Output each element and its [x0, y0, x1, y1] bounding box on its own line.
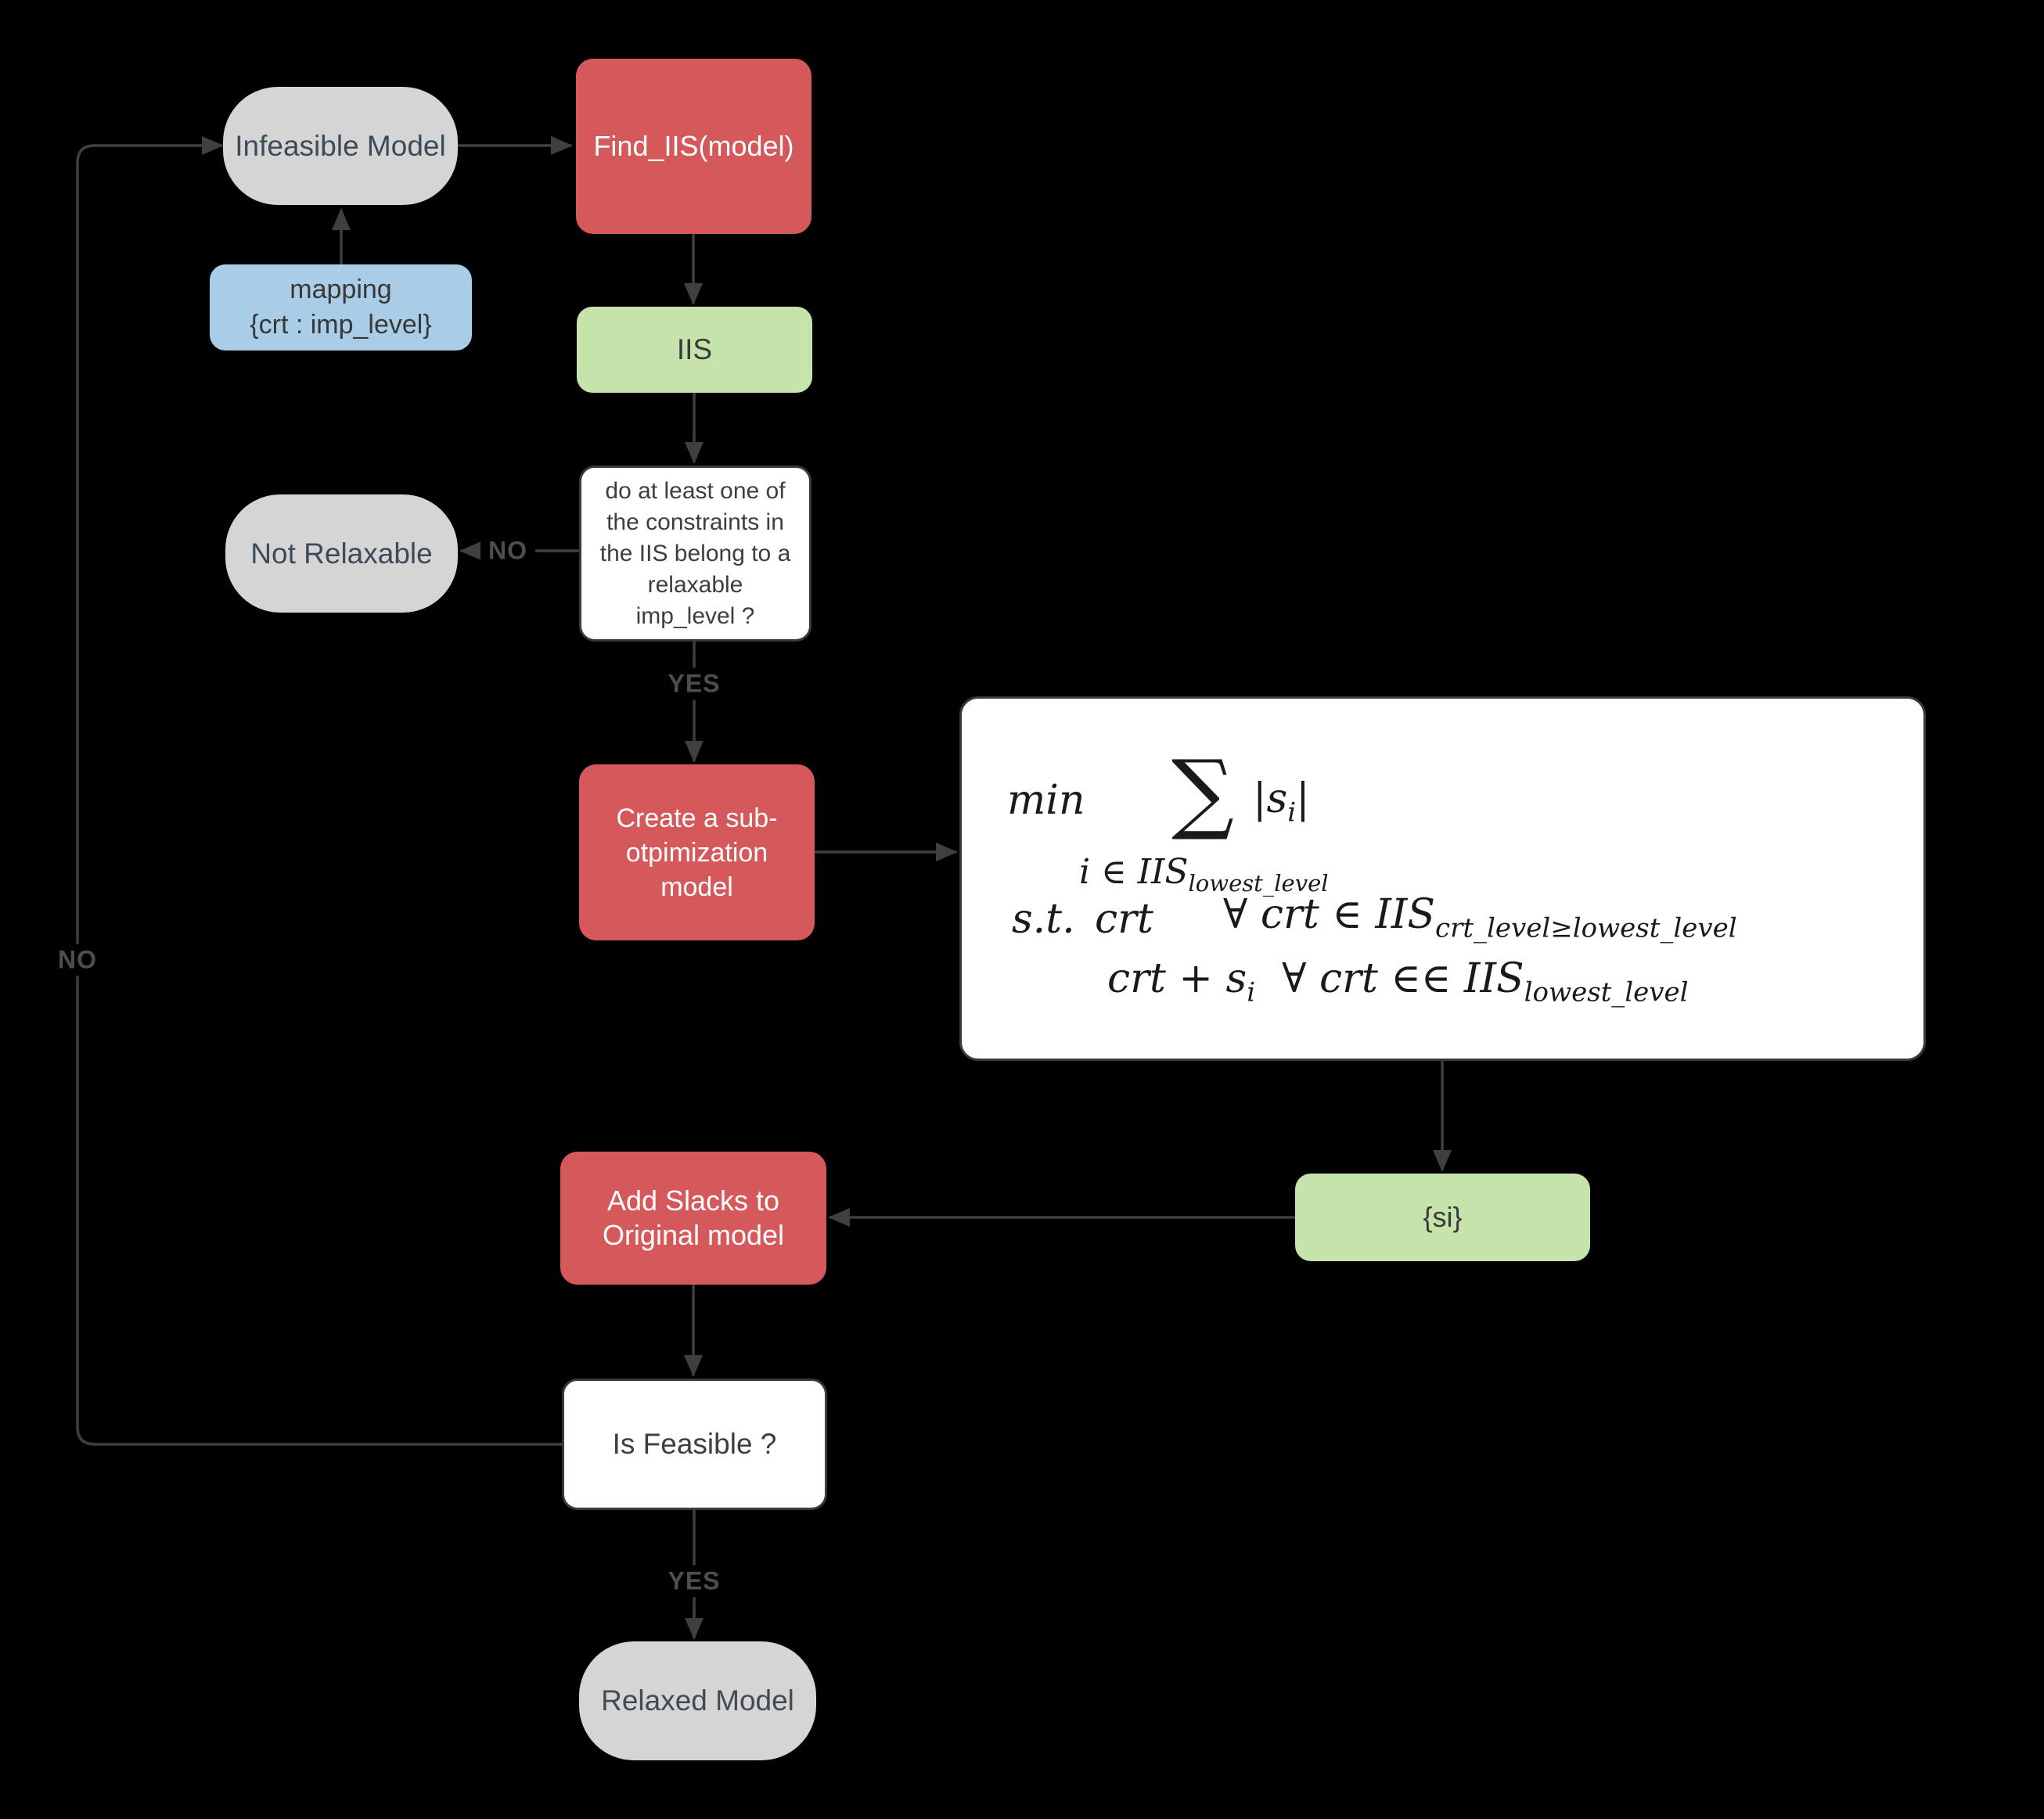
node-find-iis-label: Find_IIS(model): [593, 130, 794, 162]
decision-line: relaxable: [647, 571, 743, 598]
node-infeasible-model: Infeasible Model: [223, 87, 458, 205]
node-iis-label: IIS: [676, 333, 713, 365]
edge-label-no-loop: NO: [50, 944, 105, 976]
node-find-iis: Find_IIS(model): [576, 59, 811, 234]
decision-line: the IIS belong to a: [599, 540, 791, 566]
math-sum-under: i ∈ IISlowest_level: [1079, 852, 1329, 897]
math-line4-cond-sub: lowest_level: [1524, 976, 1689, 1008]
math-under-base: i ∈ IIS: [1079, 852, 1189, 892]
math-cond3-sub: crt_level≥lowest_level: [1435, 912, 1737, 944]
node-si-set: {si}: [1295, 1174, 1590, 1261]
math-arg-pre: |s: [1253, 775, 1288, 822]
node-mapping-line1: mapping: [290, 275, 392, 304]
decision-line: imp_level ?: [635, 602, 755, 629]
node-infeasible-model-label: Infeasible Model: [235, 129, 446, 162]
node-math-model: min ∑ |si| i ∈ IISlowest_level s.t. crt …: [959, 696, 1926, 1061]
node-create-submodel: Create a sub-otpimization model: [579, 764, 815, 940]
node-decision-relaxable: do at least one of the constraints in th…: [579, 466, 811, 642]
node-mapping-line2: {crt : imp_level}: [250, 310, 432, 340]
decision-line: do at least one of: [605, 477, 786, 504]
edge-label-no-not-relaxable: NO: [480, 534, 535, 567]
node-not-relaxable-label: Not Relaxable: [250, 537, 433, 570]
math-arg-post: |: [1296, 775, 1310, 822]
edge-label-yes-decision: YES: [660, 667, 729, 700]
node-si-set-label: {si}: [1423, 1201, 1463, 1233]
node-relaxed-model: Relaxed Model: [579, 1641, 816, 1760]
math-cond3-base: ∀ crt ∈ IIS: [1223, 891, 1436, 938]
node-create-submodel-label: Create a sub-otpimization model: [616, 803, 778, 902]
math-line4-base: crt + s: [1107, 955, 1247, 1002]
math-cond3: ∀ crt ∈ IIScrt_level≥lowest_level: [1223, 891, 1737, 944]
node-add-slacks-label: Add Slacks to Original model: [602, 1185, 785, 1251]
node-iis: IIS: [577, 307, 812, 393]
math-line4-cond: ∀ crt ∈∈ IIS: [1282, 955, 1524, 1002]
decision-line: the constraints in: [606, 509, 784, 535]
edge-label-yes-feasible: YES: [660, 1565, 729, 1598]
math-crt: crt: [1095, 896, 1153, 943]
math-sum-icon: ∑: [1171, 742, 1234, 843]
math-sum-arg: |si|: [1253, 775, 1310, 828]
node-is-feasible-label: Is Feasible ?: [612, 1428, 777, 1460]
math-line4-base-sub: i: [1247, 976, 1256, 1008]
node-is-feasible: Is Feasible ?: [562, 1379, 827, 1510]
node-mapping: mapping {crt : imp_level}: [210, 264, 472, 350]
edge-no-loop: [76, 136, 562, 1446]
node-add-slacks: Add Slacks to Original model: [560, 1152, 826, 1285]
node-not-relaxable: Not Relaxable: [225, 494, 458, 613]
node-relaxed-model-label: Relaxed Model: [601, 1684, 794, 1717]
math-line4: crt + si ∀ crt ∈∈ IISlowest_level: [1107, 955, 1689, 1008]
math-st: s.t.: [1012, 896, 1075, 943]
math-under-sub: lowest_level: [1188, 869, 1329, 897]
math-arg-sub: i: [1287, 796, 1297, 829]
math-min: min: [1007, 777, 1085, 824]
